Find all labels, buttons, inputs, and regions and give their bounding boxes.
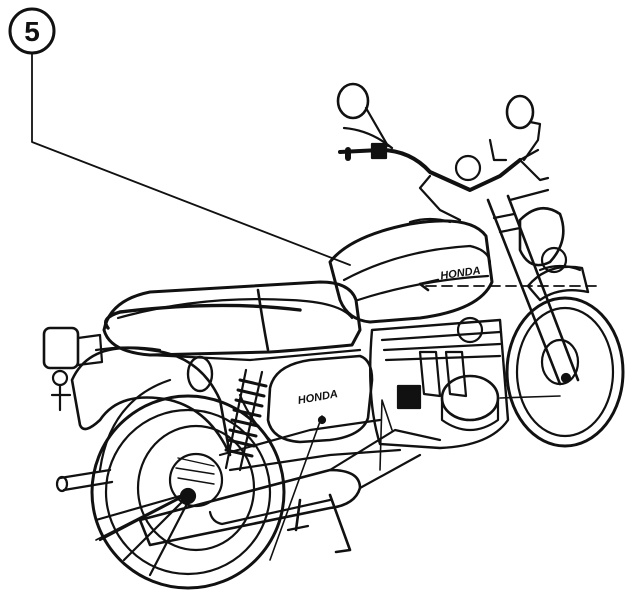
handlebar <box>338 138 550 192</box>
center-stand <box>286 493 352 554</box>
frame <box>148 348 402 472</box>
rear-wheel <box>90 378 286 590</box>
callout-leader-line <box>31 52 351 266</box>
seat <box>102 280 362 357</box>
headlight <box>454 154 568 274</box>
tail-light <box>42 326 104 412</box>
grab-rail <box>104 303 302 330</box>
control-cables <box>342 126 550 222</box>
front-fender <box>526 265 590 302</box>
mirror-left <box>336 82 390 148</box>
fuel-tank: HONDA <box>328 217 494 324</box>
engine <box>369 316 510 450</box>
tank-brand: HONDA <box>440 265 482 283</box>
rear-shock <box>224 368 268 472</box>
reflector <box>186 355 214 393</box>
callout-5: 5 <box>8 7 351 266</box>
callout-number: 5 <box>24 16 40 47</box>
front-wheel <box>505 264 625 448</box>
rear-fender <box>70 346 232 457</box>
side-cover-brand: HONDA <box>297 388 339 407</box>
leader-lines <box>95 395 561 561</box>
mirror-right <box>505 94 542 162</box>
